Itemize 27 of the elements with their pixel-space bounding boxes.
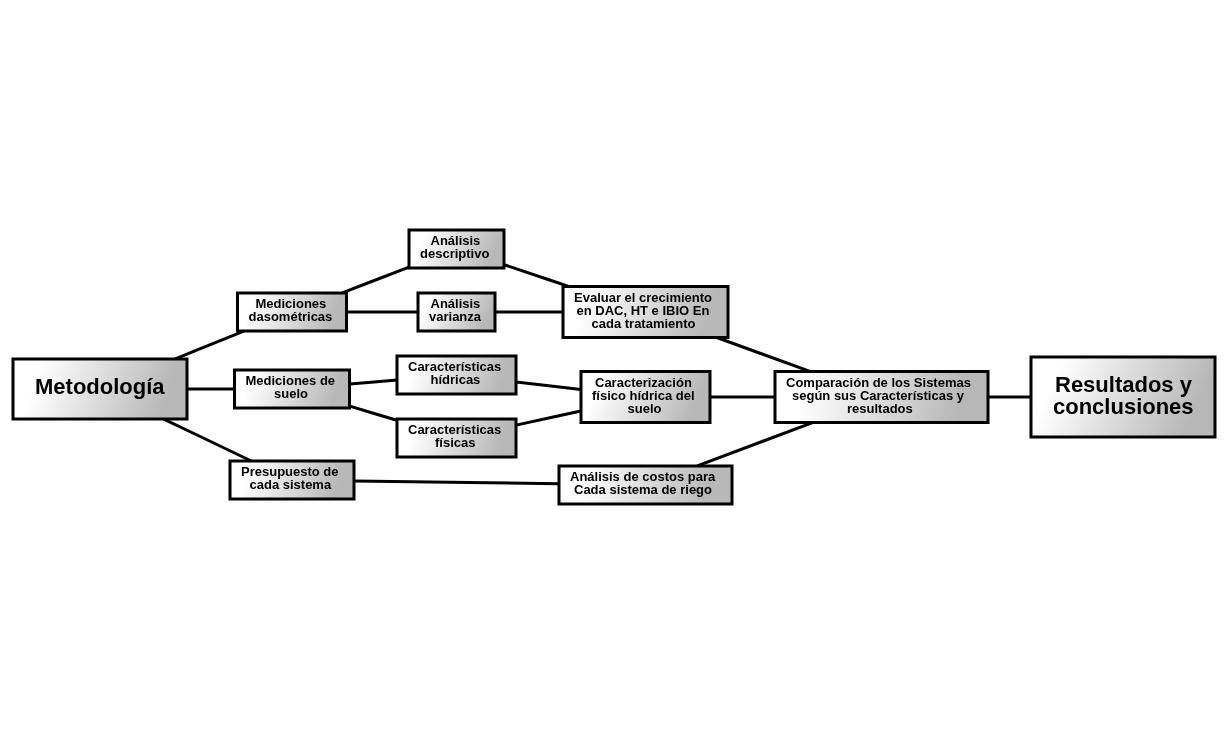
node-box: Mediciones de suelo [233,368,351,409]
node-box: Comparación de los Sistemas según sus Características y resultados [773,369,990,424]
node-box: Caracterización físico hídrica del suelo [579,369,712,424]
node-box: Resultados y conclusiones [1029,355,1217,438]
node-box: Mediciones dasométricas [236,291,348,332]
connector [710,395,775,398]
connector [495,310,563,313]
node-box: Análisis descriptivo [407,228,506,269]
connector [163,417,252,462]
connector [349,404,398,422]
node-box: Características hídricas [395,354,518,395]
connector [515,379,582,391]
node-box: Presupuesto de cada sistema [228,459,356,500]
connector [988,395,1031,398]
node-box: Análisis de costos para Cada sistema de riego [557,464,734,505]
node-box: Análisis varianza [416,291,497,332]
connector [341,265,410,294]
connector [503,262,570,288]
connector [187,387,235,390]
connector [346,310,418,313]
node-box: Características físicas [395,417,518,458]
node-box: Evaluar el crecimiento en DAC, HT e IBIO En cada tratamiento [561,284,730,339]
connector [515,409,582,427]
connector [349,378,397,386]
node-box: Metodología [11,357,189,420]
connector [174,329,245,360]
connector [354,478,559,485]
